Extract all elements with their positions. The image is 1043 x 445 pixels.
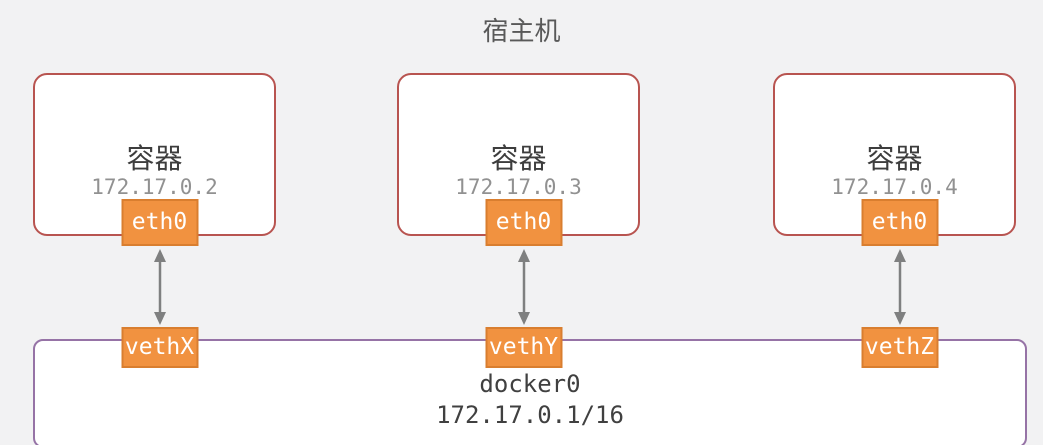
container-label: 容器 <box>126 142 183 175</box>
container-ip: 172.17.0.4 <box>831 175 958 199</box>
eth0-badge: eth0 <box>485 199 562 246</box>
container-ip: 172.17.0.3 <box>455 175 582 199</box>
container-column-2: 容器 172.17.0.3 eth0 vethY <box>397 73 640 373</box>
eth0-badge: eth0 <box>121 199 198 246</box>
container-label: 容器 <box>866 142 923 175</box>
bridge-cidr: 172.17.0.1/16 <box>436 400 624 429</box>
double-arrow-icon <box>893 249 906 325</box>
container-column-1: 容器 172.17.0.2 eth0 vethX <box>33 73 276 373</box>
container-ip: 172.17.0.2 <box>91 175 218 199</box>
double-arrow-icon <box>153 249 166 325</box>
eth0-badge: eth0 <box>861 199 938 246</box>
veth-badge: vethX <box>121 327 198 368</box>
veth-badge: vethZ <box>861 327 938 368</box>
container-column-3: 容器 172.17.0.4 eth0 vethZ <box>773 73 1016 373</box>
container-label: 容器 <box>490 142 547 175</box>
bridge-name: docker0 <box>479 369 581 398</box>
veth-badge: vethY <box>485 327 562 368</box>
double-arrow-icon <box>517 249 530 325</box>
host-title: 宿主机 <box>482 17 561 47</box>
